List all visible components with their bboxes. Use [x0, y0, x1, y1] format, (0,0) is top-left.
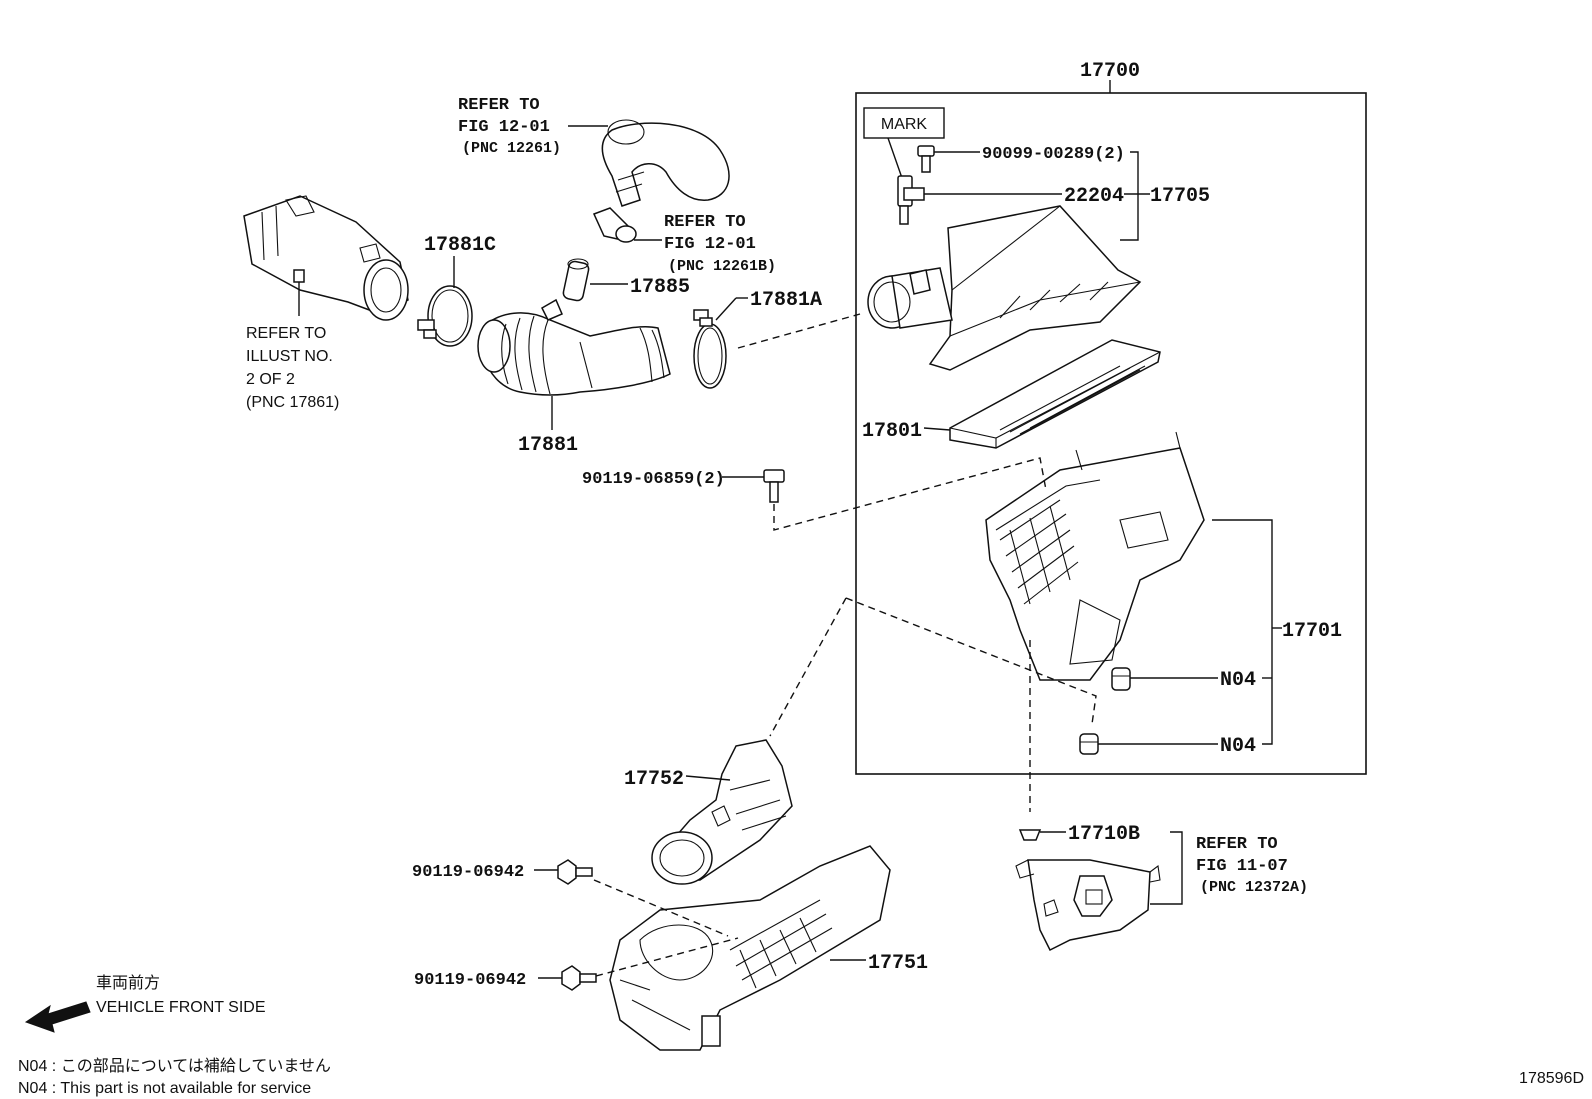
front-arrow-icon — [24, 1001, 91, 1033]
ref4-line3: (PNC 12372A) — [1200, 879, 1308, 896]
label-17881a: 17881A — [750, 289, 822, 312]
air-filter-17801 — [949, 339, 1161, 449]
label-17752: 17752 — [624, 768, 684, 791]
label-17881c: 17881C — [424, 234, 496, 257]
ref3-line3: 2 OF 2 — [246, 371, 295, 388]
direction-en: VEHICLE FRONT SIDE — [96, 999, 266, 1016]
pipe-pnc-12261 — [601, 119, 730, 207]
label-17710b: 17710B — [1068, 823, 1140, 846]
mark-box — [863, 107, 945, 139]
note-en: N04 : This part is not available for ser… — [18, 1080, 311, 1097]
grommet-n04-a — [1111, 667, 1131, 691]
inlet-duct-17751 — [609, 845, 891, 1051]
ref2-line2: FIG 12-01 — [664, 235, 756, 254]
label-90119-06942-b: 90119-06942 — [414, 971, 526, 990]
assembly-box-17700 — [855, 92, 1367, 775]
intake-hose-17881 — [477, 298, 671, 396]
screw-90099 — [917, 145, 935, 173]
direction-jp: 車両前方 — [96, 974, 160, 992]
bracket-pnc-12372a — [1015, 859, 1161, 952]
ref3-line1: REFER TO — [246, 325, 326, 342]
ref2-line3: (PNC 12261B) — [668, 258, 776, 275]
label-17751: 17751 — [868, 952, 928, 975]
clamp-17881a — [693, 309, 727, 389]
air-cleaner-cap — [867, 205, 1142, 371]
label-17700: 17700 — [1080, 60, 1140, 83]
sensor-22204 — [897, 175, 925, 225]
valve-pnc-12261b — [592, 207, 637, 243]
label-90119-06859: 90119-06859(2) — [582, 470, 725, 489]
bolt-90119-06859 — [763, 469, 785, 503]
ref3-line4: (PNC 17861) — [246, 394, 339, 411]
drawing-code: 178596D — [1519, 1070, 1584, 1087]
ref1-line3: (PNC 12261) — [462, 140, 561, 157]
label-17885: 17885 — [630, 276, 690, 299]
label-17705: 17705 — [1150, 185, 1210, 208]
clamp-17881c — [417, 285, 473, 347]
grommet-17710b — [1018, 829, 1042, 841]
note-jp: N04 : この部品については補給していません — [18, 1057, 331, 1075]
label-n04-b: N04 — [1220, 735, 1256, 758]
label-17801: 17801 — [862, 420, 922, 443]
hose-17885 — [562, 258, 590, 302]
ref3-line2: ILLUST NO. — [246, 348, 333, 365]
label-90119-06942-a: 90119-06942 — [412, 863, 524, 882]
label-17701: 17701 — [1282, 620, 1342, 643]
ref4-line2: FIG 11-07 — [1196, 857, 1288, 876]
duct-pnc-17861 — [243, 195, 409, 321]
screw-90119-06942-a — [557, 859, 593, 885]
grommet-n04-b — [1079, 733, 1099, 755]
inlet-duct-17752 — [651, 739, 793, 885]
label-n04-a: N04 — [1220, 669, 1256, 692]
label-17881: 17881 — [518, 434, 578, 457]
ref1-line1: REFER TO — [458, 96, 540, 115]
ref2-line1: REFER TO — [664, 213, 746, 232]
ref4-line1: REFER TO — [1196, 835, 1278, 854]
label-22204: 22204 — [1064, 185, 1124, 208]
mark-label: MARK — [881, 116, 928, 133]
air-cleaner-case-17701 — [985, 431, 1205, 681]
label-90099-00289: 90099-00289(2) — [982, 145, 1125, 164]
ref1-line2: FIG 12-01 — [458, 118, 550, 137]
screw-90119-06942-b — [561, 965, 597, 991]
